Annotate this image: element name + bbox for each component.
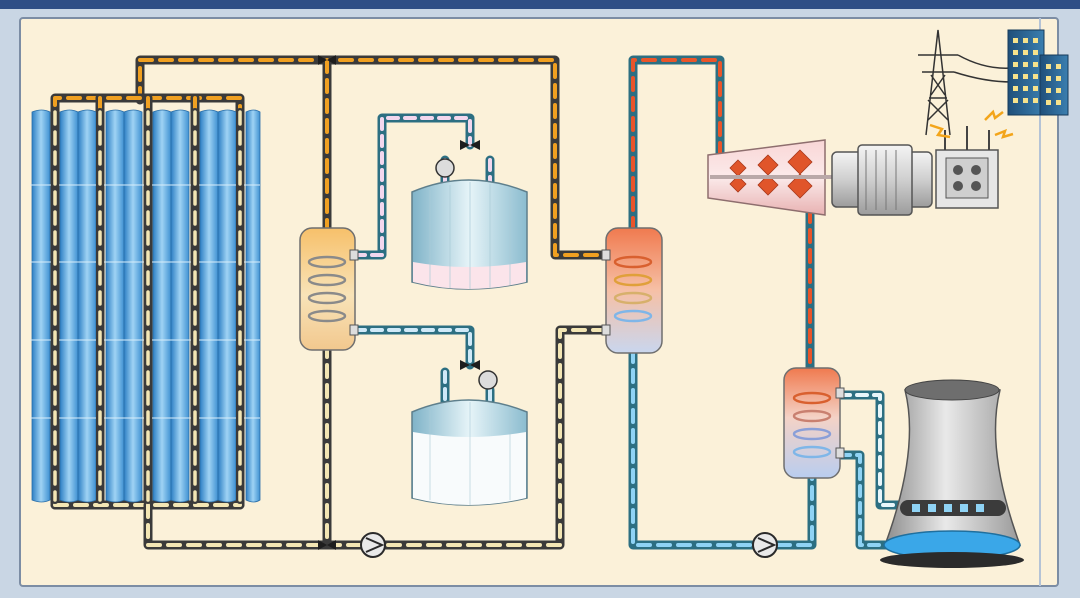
cold-storage-tank bbox=[411, 399, 528, 506]
steam-turbine bbox=[707, 139, 840, 216]
condenser bbox=[783, 367, 845, 479]
oil-pump bbox=[360, 532, 386, 558]
cooling-tower bbox=[880, 379, 1024, 568]
city bbox=[1007, 29, 1069, 116]
hot-storage-tank bbox=[411, 179, 528, 290]
hot-salt-exchanger bbox=[299, 227, 359, 351]
transmission-tower bbox=[918, 29, 1013, 139]
tank-pumps bbox=[435, 158, 498, 390]
solar-field bbox=[30, 108, 261, 504]
top-bar bbox=[0, 0, 1080, 9]
water-pump bbox=[752, 532, 778, 558]
steam-generator bbox=[601, 227, 663, 354]
water-steam-pipes bbox=[628, 55, 940, 550]
generator bbox=[831, 144, 933, 216]
transformer bbox=[935, 109, 1014, 209]
junction-valves bbox=[318, 55, 480, 550]
